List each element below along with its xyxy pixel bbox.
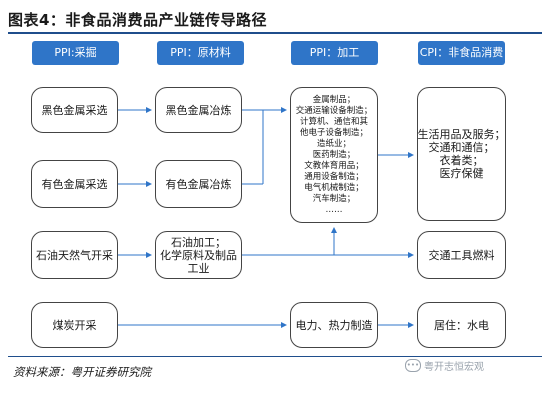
node-processing-industries: 金属制品； 交通运输设备制造； 计算机、通信和其 他电子设备制造； 造纸业； 医… xyxy=(290,87,378,223)
node-residence-utilities: 居住：水电 xyxy=(417,302,506,348)
processing-item: 医药制造； xyxy=(312,149,356,160)
consumer-item: 交通和通信； xyxy=(428,141,495,154)
processing-item: 金属制品； xyxy=(312,94,356,105)
node-vehicle-fuel: 交通工具燃料 xyxy=(417,231,506,279)
processing-item: 造纸业； xyxy=(316,138,351,149)
consumer-item: 医疗保健 xyxy=(439,167,484,180)
node-ferrous-mining: 黑色金属采选 xyxy=(31,87,118,133)
processing-item: 通用设备制造； xyxy=(304,171,364,182)
title-rule xyxy=(8,32,542,34)
node-oil-line-2: 化学原料及制品 xyxy=(160,248,237,262)
node-oil-line-3: 工业 xyxy=(187,261,210,275)
source-note: 资料来源：粤开证券研究院 xyxy=(13,365,151,379)
node-nonferrous-smelting: 有色金属冶炼 xyxy=(155,160,242,208)
node-coal-mining: 煤炭开采 xyxy=(31,302,118,348)
node-oil-gas-extraction: 石油天然气开采 xyxy=(31,231,118,279)
processing-item: 计算机、通信和其 xyxy=(299,116,368,127)
header-cpi-nonfood: CPI：非食品消费 xyxy=(418,41,505,65)
figure-title: 图表4：非食品消费品产业链传导路径 xyxy=(8,11,267,29)
watermark: ••• 粤开志恒宏观 xyxy=(405,358,484,373)
node-nonferrous-mining: 有色金属采选 xyxy=(31,160,118,208)
watermark-text: 粤开志恒宏观 xyxy=(424,362,484,373)
processing-item: 交通运输设备制造； xyxy=(295,105,373,116)
processing-item: 他电子设备制造； xyxy=(299,127,368,138)
consumer-item: 生活用品及服务； xyxy=(417,128,506,141)
processing-item: 文教体育用品； xyxy=(304,160,364,171)
header-mining: PPI:采掘 xyxy=(32,41,119,65)
header-raw-materials: PPI：原材料 xyxy=(157,41,244,65)
wechat-icon: ••• xyxy=(405,359,421,372)
consumer-item: 衣着类； xyxy=(439,154,484,167)
processing-item: 电气机械制造； xyxy=(304,182,364,193)
header-processing: PPI：加工 xyxy=(291,41,378,65)
processing-item: …… xyxy=(325,204,343,215)
node-oil-chemical-processing: 石油加工； 化学原料及制品 工业 xyxy=(155,231,242,279)
node-oil-line-1: 石油加工； xyxy=(171,235,226,249)
node-consumer-goods: 生活用品及服务； 交通和通信； 衣着类； 医疗保健 xyxy=(417,87,506,221)
processing-item: 汽车制造； xyxy=(312,193,356,204)
node-ferrous-smelting: 黑色金属冶炼 xyxy=(155,87,242,133)
node-power-heat-production: 电力、热力制造 xyxy=(290,302,378,348)
source-rule xyxy=(8,356,542,357)
